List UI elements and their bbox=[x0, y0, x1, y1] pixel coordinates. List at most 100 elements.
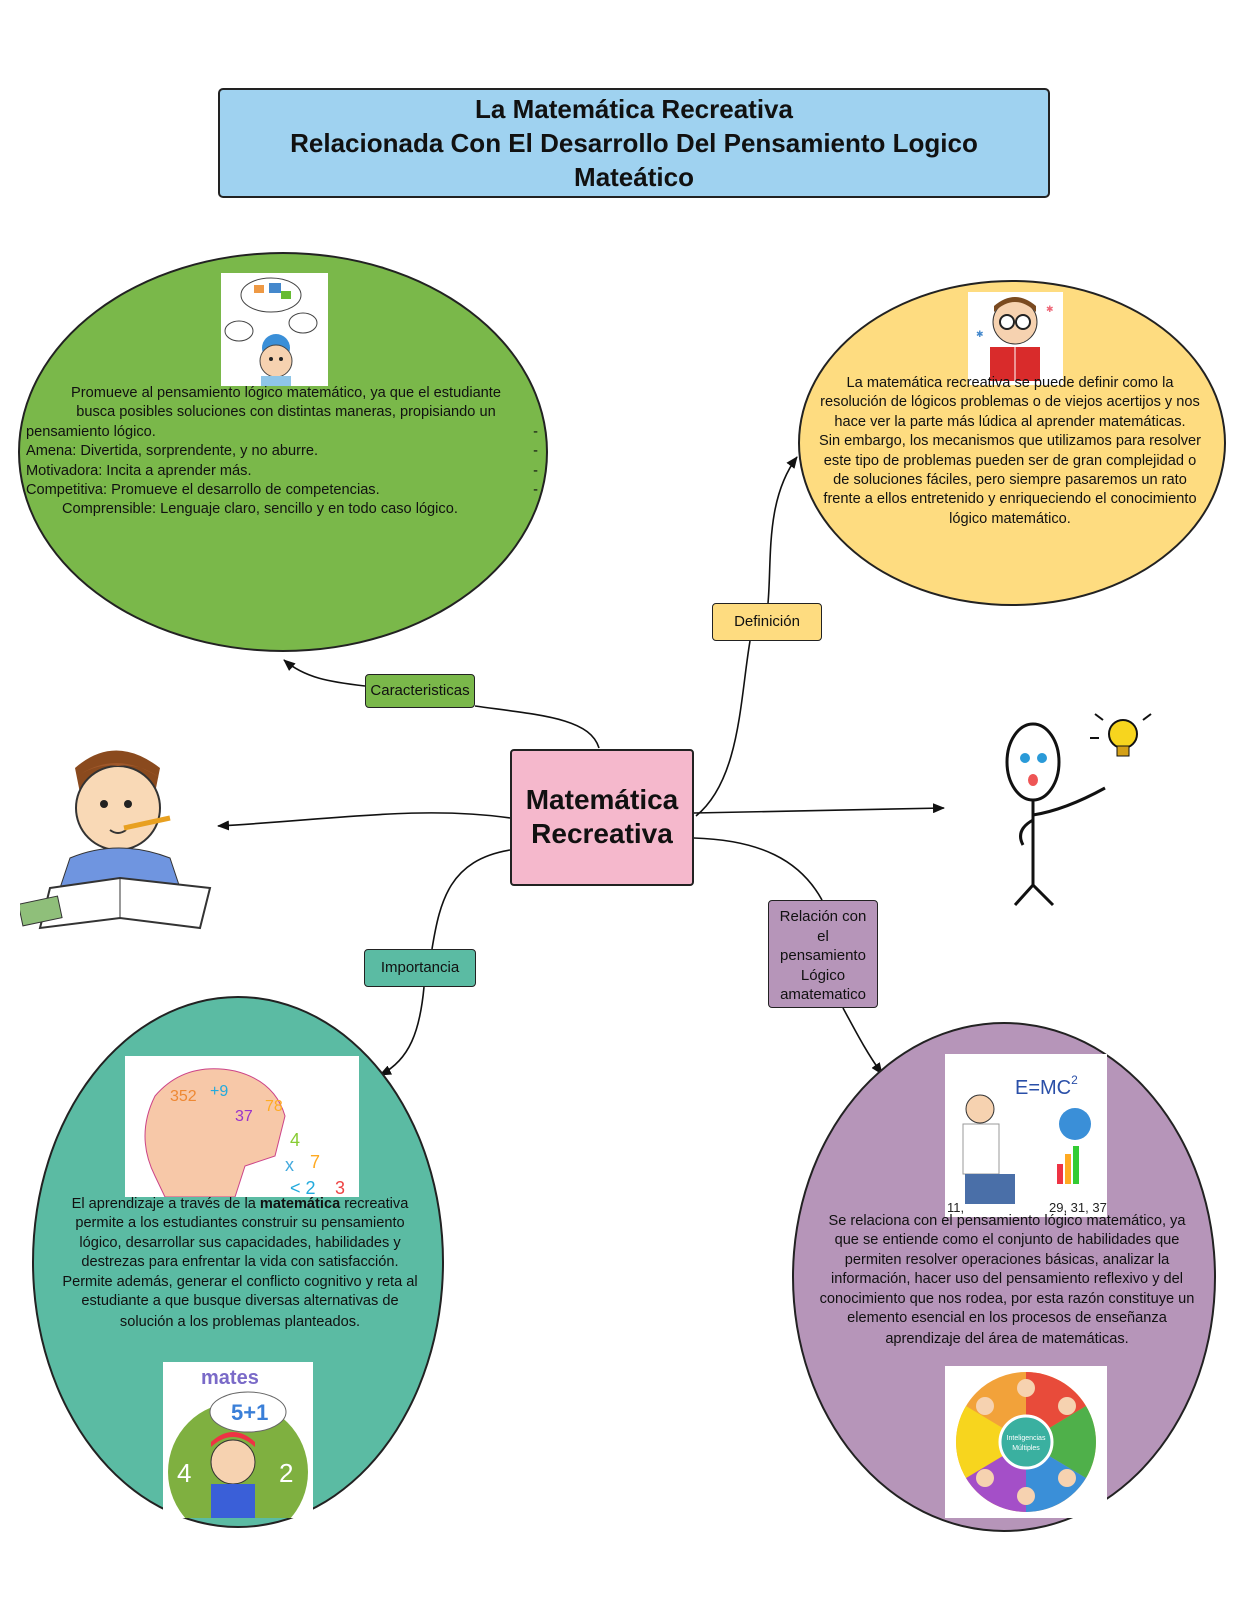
dash: - bbox=[533, 423, 538, 440]
caracteristicas-item-row: Motivadora: Incita a aprender más. - bbox=[26, 462, 546, 481]
caracteristicas-item-1: Amena: Divertida, sorprendente, y no abu… bbox=[26, 443, 319, 460]
title-line-1: La Matemática Recreativa bbox=[475, 94, 793, 124]
connector-relacion-arrow bbox=[842, 1007, 883, 1075]
connector-definicion-arrow bbox=[767, 456, 798, 604]
reading-boy-icon: ✱ ✱ bbox=[976, 297, 1054, 381]
definicion-line: este tipo de problemas pueden ser de gra… bbox=[823, 452, 1197, 469]
relacion-line: Se relaciona con el pensamiento lógico m… bbox=[828, 1213, 1186, 1229]
caracteristicas-intro-3: pensamiento lógico. bbox=[26, 423, 156, 440]
importancia-label: Importancia bbox=[364, 949, 476, 987]
svg-text:✱: ✱ bbox=[1046, 304, 1054, 314]
importancia-line: permite a los estudiantes construir su p… bbox=[75, 1215, 405, 1232]
caracteristicas-item-row: Amena: Divertida, sorprendente, y no abu… bbox=[26, 442, 546, 461]
svg-text:37: 37 bbox=[235, 1108, 253, 1125]
importancia-line: destrezas para enfrentar la vida con sat… bbox=[81, 1254, 399, 1271]
connector-left bbox=[217, 812, 511, 831]
connector-caracteristicas-arrow bbox=[283, 659, 366, 687]
stick-figure-idea-icon bbox=[1005, 713, 1152, 907]
importancia-line-1-post: recreativa bbox=[340, 1196, 409, 1212]
relacion-text: Se relaciona con el pensamiento lógico m… bbox=[798, 1212, 1216, 1350]
relacion-label: Relación con el pensamiento Lógico amate… bbox=[768, 900, 878, 1008]
svg-text:+9: +9 bbox=[210, 1083, 228, 1100]
caracteristicas-text: Promueve al pensamiento lógico matemátic… bbox=[26, 384, 546, 520]
importancia-line-1: El aprendizaje a través de la matemática… bbox=[40, 1195, 440, 1214]
reading-boy-image: ✱ ✱ bbox=[968, 292, 1063, 385]
relacion-label-line: Relación con bbox=[779, 908, 867, 925]
connector-definicion bbox=[695, 640, 751, 817]
caracteristicas-intro-3-row: pensamiento lógico. - bbox=[26, 423, 546, 442]
multiple-intelligences-icon: Inteligencias Múltiples bbox=[956, 1372, 1096, 1512]
stick-figure-image bbox=[995, 710, 1155, 914]
caracteristicas-item-3: Competitiva: Promueve el desarrollo de c… bbox=[26, 482, 380, 499]
definicion-line: La matemática recreativa se puede defini… bbox=[846, 375, 1174, 391]
emc-formula: E=MC bbox=[1015, 1077, 1071, 1099]
svg-text:2: 2 bbox=[279, 1458, 293, 1488]
svg-text:7: 7 bbox=[310, 1152, 320, 1172]
caracteristicas-intro-1: Promueve al pensamiento lógico matemátic… bbox=[71, 385, 501, 401]
caracteristicas-item-2: Motivadora: Incita a aprender más. bbox=[26, 462, 252, 479]
svg-text:x: x bbox=[285, 1155, 294, 1175]
definicion-label: Definición bbox=[712, 603, 822, 641]
caracteristicas-item-4: Comprensible: Lenguaje claro, sencillo y… bbox=[62, 501, 458, 518]
svg-text:4: 4 bbox=[290, 1130, 300, 1150]
svg-text:3: 3 bbox=[335, 1178, 345, 1197]
svg-text:352: 352 bbox=[170, 1088, 197, 1105]
caracteristicas-item-row: Competitiva: Promueve el desarrollo de c… bbox=[26, 481, 546, 500]
mates-word: mates bbox=[201, 1367, 259, 1389]
definicion-line: Sin embargo, los mecanismos que utilizam… bbox=[818, 433, 1202, 450]
svg-text:E=MC2: E=MC2 bbox=[1015, 1073, 1078, 1099]
connector-relacion bbox=[693, 837, 823, 901]
connector-importancia-arrow bbox=[379, 986, 425, 1076]
svg-text:✱: ✱ bbox=[976, 329, 984, 339]
sequence-right: 29, 31, 37 bbox=[1049, 1200, 1107, 1215]
title-line-2: Relacionada Con El Desarrollo Del Pensam… bbox=[290, 128, 978, 158]
formulas-kid-image: E=MC2 11, 29, 31, 37 bbox=[945, 1054, 1107, 1217]
relacion-line: permiten resolver operaciones básicas, a… bbox=[844, 1251, 1170, 1268]
svg-text:< 2: < 2 bbox=[290, 1178, 316, 1197]
formulas-kid-icon: E=MC2 11, 29, 31, 37 bbox=[947, 1073, 1107, 1215]
definicion-line: lógico matemático. bbox=[949, 510, 1071, 527]
connector-caracteristicas bbox=[474, 705, 600, 749]
mates-icon: mates 5+1 4 2 bbox=[168, 1367, 308, 1518]
svg-text:4: 4 bbox=[177, 1458, 191, 1488]
connector-importancia bbox=[431, 849, 511, 950]
relacion-line: que se entiende como el conjunto de habi… bbox=[834, 1232, 1180, 1249]
intelligences-word: Inteligencias bbox=[1007, 1435, 1046, 1442]
multiples-word: Múltiples bbox=[1012, 1445, 1040, 1452]
definicion-text: La matemática recreativa se puede defini… bbox=[800, 374, 1220, 529]
definicion-line: frente a ellos entretenido y enriquecien… bbox=[823, 491, 1197, 508]
emc-exponent: 2 bbox=[1071, 1073, 1078, 1087]
dash: - bbox=[533, 443, 538, 460]
svg-text:78: 78 bbox=[265, 1098, 283, 1115]
mates-sum: 5+1 bbox=[231, 1400, 268, 1425]
center-line-1: Matemática bbox=[525, 784, 679, 815]
relacion-label-line: amatematico bbox=[780, 986, 866, 1003]
center-line-2: Recreativa bbox=[531, 818, 673, 849]
center-topic: Matemática Recreativa bbox=[510, 749, 694, 886]
thinking-kid-icon bbox=[224, 277, 318, 386]
importancia-text: El aprendizaje a través de la matemática… bbox=[40, 1195, 440, 1333]
head-numbers-icon: 352 +9 37 78 4 x 7 < 2 3 bbox=[144, 1068, 345, 1197]
importancia-line: Permite además, generar el conflicto cog… bbox=[62, 1273, 418, 1290]
relacion-line: aprendizaje del área de matemáticas. bbox=[885, 1331, 1129, 1348]
dash: - bbox=[533, 482, 538, 499]
importancia-line: estudiante a que busque diversas alterna… bbox=[81, 1293, 399, 1310]
relacion-label-line: pensamiento bbox=[780, 947, 866, 964]
relacion-line: conocimiento que nos rodea, por esta raz… bbox=[819, 1290, 1195, 1307]
multiple-intelligences-image: Inteligencias Múltiples bbox=[945, 1366, 1107, 1518]
dash: - bbox=[533, 462, 538, 479]
head-numbers-image: 352 +9 37 78 4 x 7 < 2 3 bbox=[125, 1056, 359, 1197]
relacion-line: información, hacer uso del pensamiento r… bbox=[830, 1271, 1184, 1288]
connector-right bbox=[693, 803, 945, 814]
studying-boy-image bbox=[20, 738, 226, 934]
mates-image: mates 5+1 4 2 bbox=[163, 1362, 313, 1518]
studying-boy-icon bbox=[20, 750, 212, 930]
sequence-left: 11, bbox=[947, 1200, 964, 1215]
title-line-3: Mateático bbox=[574, 162, 694, 192]
importancia-line-1-bold: matemática bbox=[259, 1196, 341, 1212]
definicion-line: hace ver la parte más lúdica al aprender… bbox=[834, 413, 1186, 430]
importancia-line: lógico, desarrollar sus capacidades, hab… bbox=[79, 1234, 401, 1251]
relacion-label-line: el bbox=[817, 927, 829, 945]
caracteristicas-label: Caracteristicas bbox=[365, 674, 475, 708]
